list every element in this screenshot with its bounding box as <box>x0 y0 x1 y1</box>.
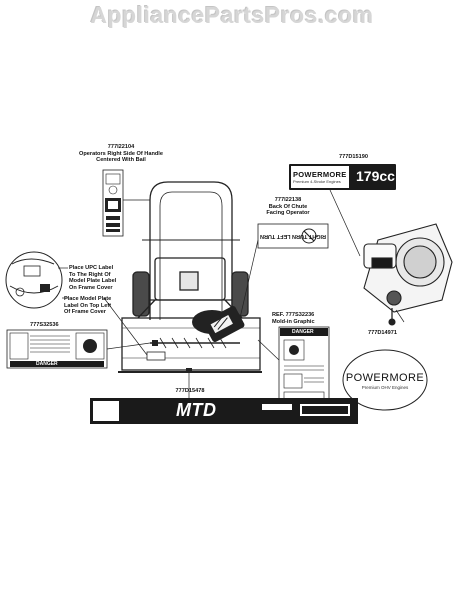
part-number: 777D15478 <box>175 388 205 394</box>
label-upc-placement: Place UPC Label To The Right Of Model Pl… <box>69 265 117 291</box>
mtd-brand-text: MTD <box>176 400 217 420</box>
site-watermark: AppliancePartsPros.com <box>90 2 374 28</box>
engine-decal-size: 179cc <box>356 168 395 184</box>
part-number: 777S32536 <box>30 322 59 328</box>
frame-cover-closeup <box>5 251 63 309</box>
label-777S32536: 777S32536 <box>30 322 59 329</box>
label-777S32236: REF. 777S32236 Mold-in Graphic <box>272 312 315 325</box>
handle-decal-strip <box>102 169 124 237</box>
engine-decal-logo: POWERMORE <box>293 170 347 179</box>
discharge-chute <box>192 306 245 342</box>
danger-decal-right <box>278 326 330 410</box>
chute-decal-text: RIGHT TURN LEFT TURN <box>260 233 326 239</box>
engine-decal-sub: Premium 4-Stroke Engines <box>293 179 341 184</box>
label-777I22104: 777I22104 Operators Right Side Of Handle… <box>65 144 177 164</box>
part-number: 777D15190 <box>339 154 368 160</box>
badge-logo: POWERMORE <box>345 372 425 384</box>
model-plate-marker <box>146 351 166 361</box>
label-model-plate-placement: Place Model Plate Label On Top Left Of F… <box>64 296 112 316</box>
upc-marker <box>152 340 158 346</box>
engine-179cc-decal <box>289 164 396 190</box>
label-777I22138: 777I22138 Back Of Chute Facing Operator <box>250 197 326 217</box>
part-number: REF. 777S32236 <box>272 312 315 318</box>
powermore-ohv-badge <box>342 349 428 411</box>
chute-turn-decal <box>257 223 329 249</box>
leader-lines <box>58 189 405 398</box>
danger-left-text: DANGER <box>36 361 58 367</box>
part-number: 777I22138 <box>274 197 302 203</box>
engine-illustration <box>363 223 453 326</box>
snowblower-outline <box>118 181 262 373</box>
danger-right-text: DANGER <box>292 329 314 335</box>
label-777D15190: 777D15190 <box>339 154 368 161</box>
part-number: 777I22104 <box>107 144 135 150</box>
mtd-dash-decal <box>90 398 358 424</box>
scraper-marker <box>186 368 192 373</box>
part-number: 777D14971 <box>368 330 397 336</box>
label-777D15478: 777D15478 <box>160 388 220 395</box>
label-777D14971: 777D14971 <box>368 330 397 337</box>
badge-sub: Premium OHV Engines <box>361 385 409 390</box>
danger-decal-left <box>6 329 108 369</box>
